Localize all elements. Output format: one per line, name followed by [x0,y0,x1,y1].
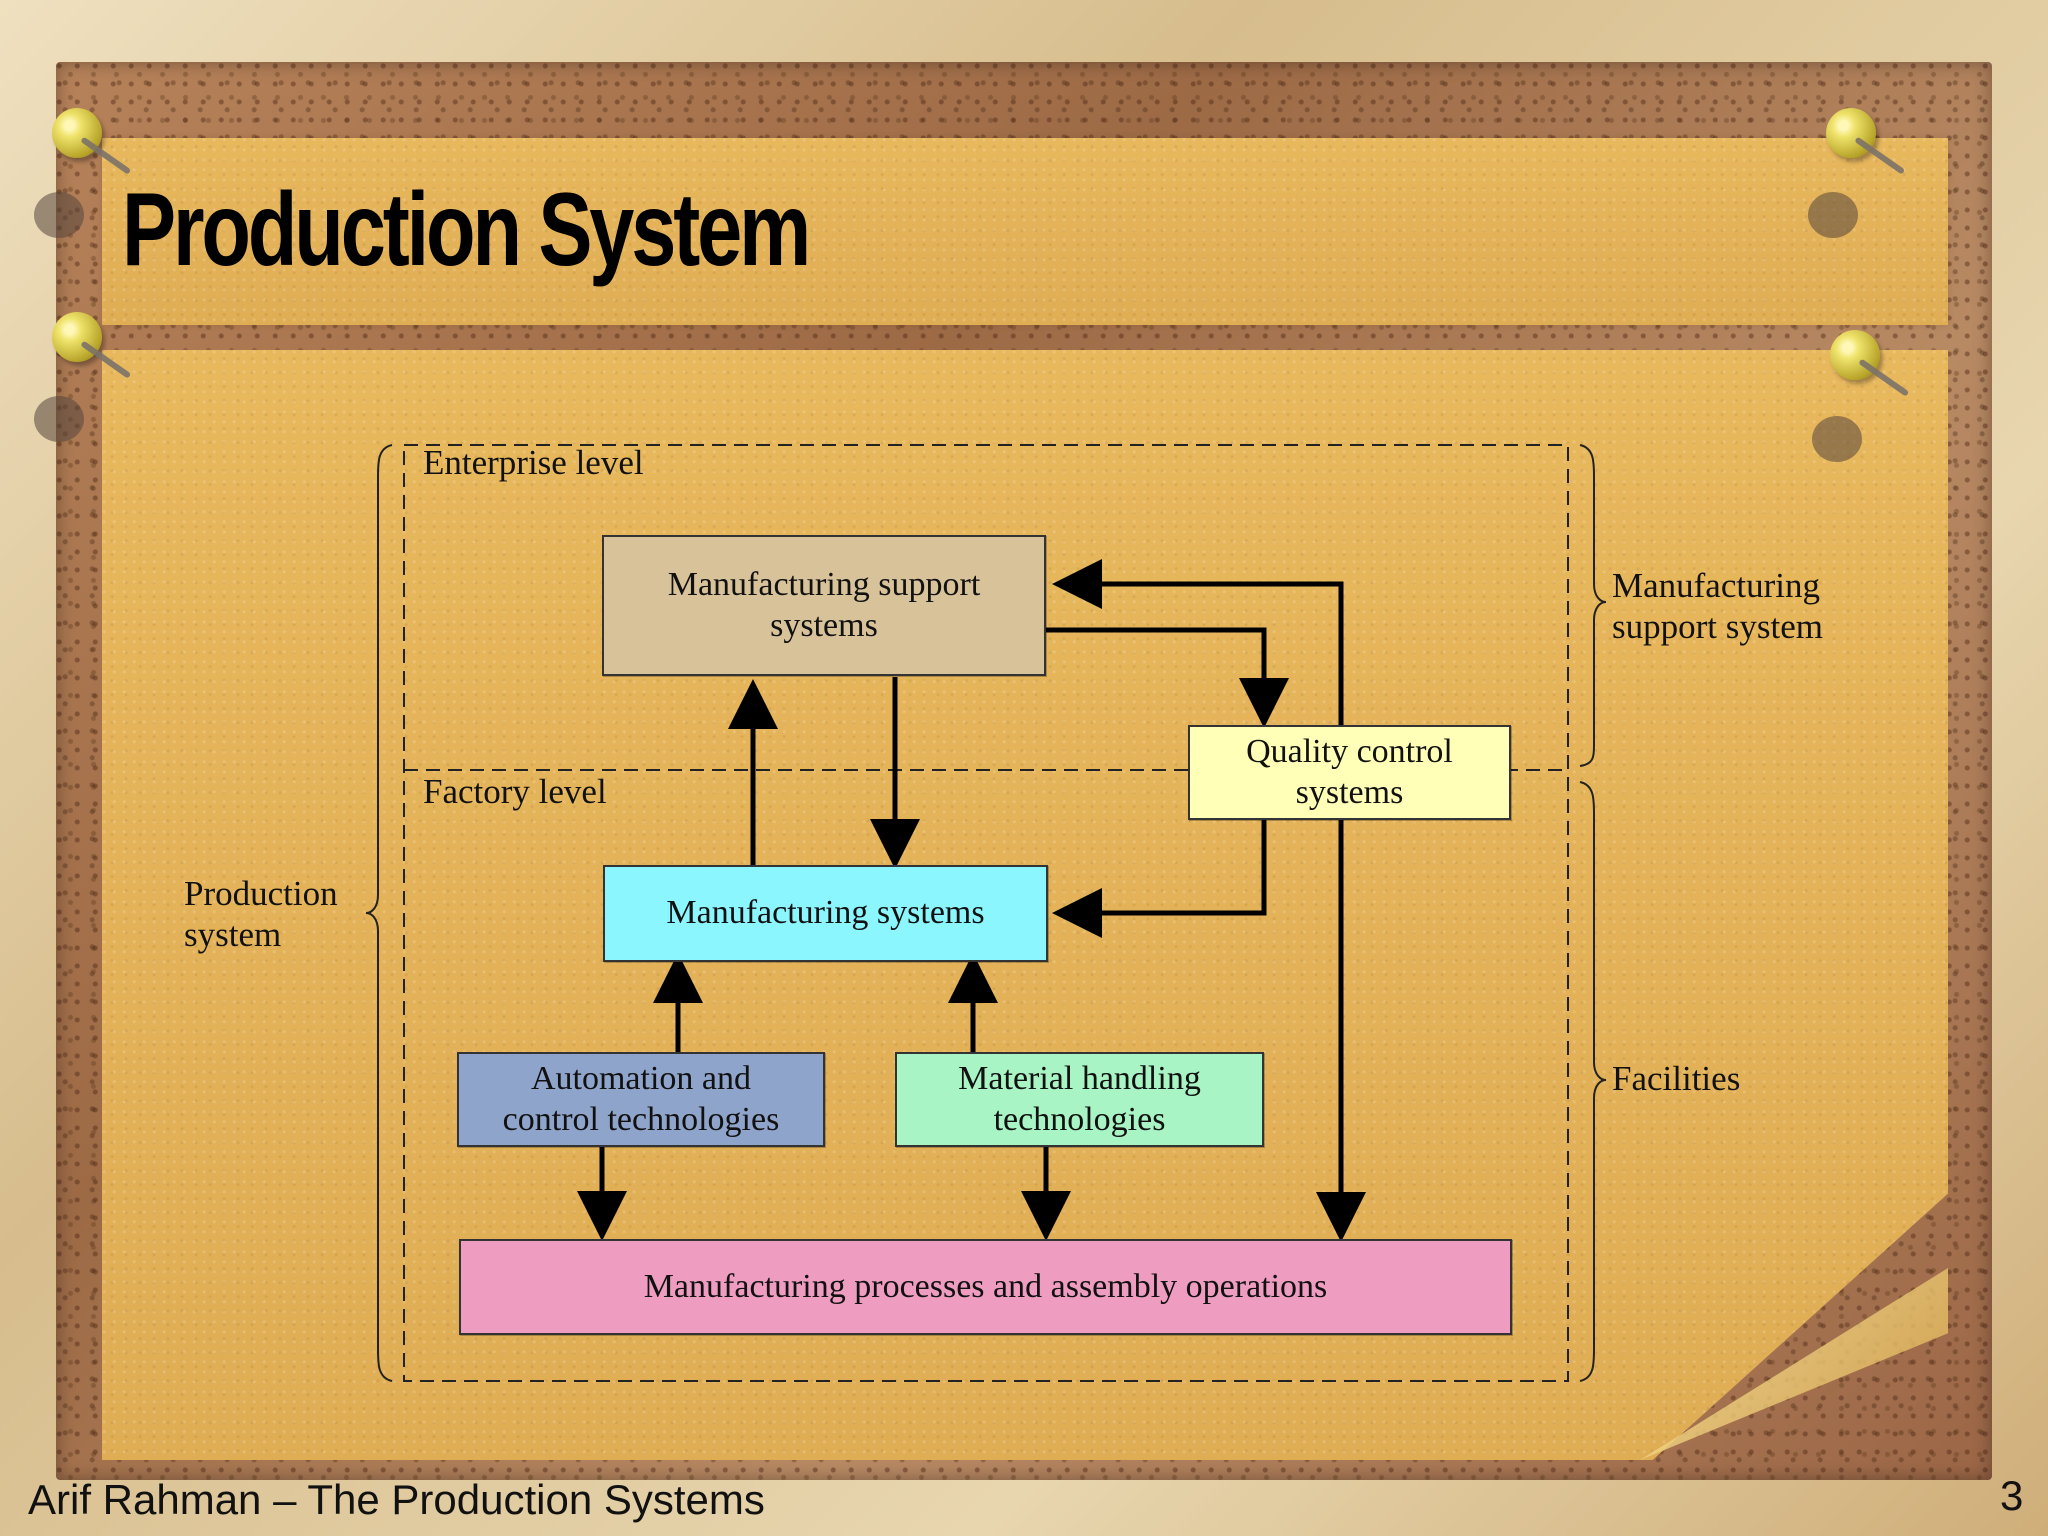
pin-shadow-mid-right [1812,416,1862,462]
quality-control-systems-label: Quality control systems [1246,732,1453,811]
pin-shadow-mid-left [34,396,84,442]
material-handling-technologies-label: Material handling technologies [958,1059,1201,1138]
manufacturing-support-systems-label: Manufacturing support systems [667,565,981,644]
manufacturing-processes-assembly-operations-label: Manufacturing processes and assembly ope… [643,1267,1328,1305]
facilities-label: Facilities [1612,1059,1741,1098]
production-system-brace [365,444,393,1382]
pushpin-mid-left [52,312,102,362]
page-title: Production System [122,172,811,288]
pushpin-mid-right [1830,330,1880,380]
material-handling-technologies-box: Material handling technologies [895,1052,1264,1147]
footer-text: Arif Rahman – The Production Systems [28,1476,765,1523]
manufacturing-support-system-brace [1579,444,1607,767]
facilities-brace [1579,781,1607,1382]
manufacturing-support-system-label: Manufacturing support system [1612,566,1823,647]
pin-shadow-top-left [34,192,84,238]
manufacturing-systems-box: Manufacturing systems [603,865,1048,962]
page-number: 3 [2000,1472,2024,1519]
manufacturing-support-systems-box: Manufacturing support systems [602,535,1046,676]
production-system-label: Production system [184,874,338,955]
manufacturing-processes-assembly-operations-box: Manufacturing processes and assembly ope… [459,1239,1512,1335]
production-system-dashed-boundary [403,444,1569,1382]
manufacturing-systems-label: Manufacturing systems [666,894,985,932]
title-paper-panel [102,138,1948,325]
arrow-quality-control-to-manufacturing-systems [1052,820,1267,938]
quality-control-systems-box: Quality control systems [1188,725,1511,820]
automation-control-technologies-box: Automation and control technologies [457,1052,825,1147]
pin-shadow-top-right [1808,192,1858,238]
automation-control-technologies-label: Automation and control technologies [502,1059,780,1138]
arrow-support-to-quality-control [1045,627,1289,728]
factory-level-label: Factory level [423,772,607,811]
enterprise-level-label: Enterprise level [423,443,644,482]
pushpin-top-right [1826,108,1876,158]
pushpin-top-left [52,108,102,158]
arrow-quality-control-to-support [1052,559,1344,725]
